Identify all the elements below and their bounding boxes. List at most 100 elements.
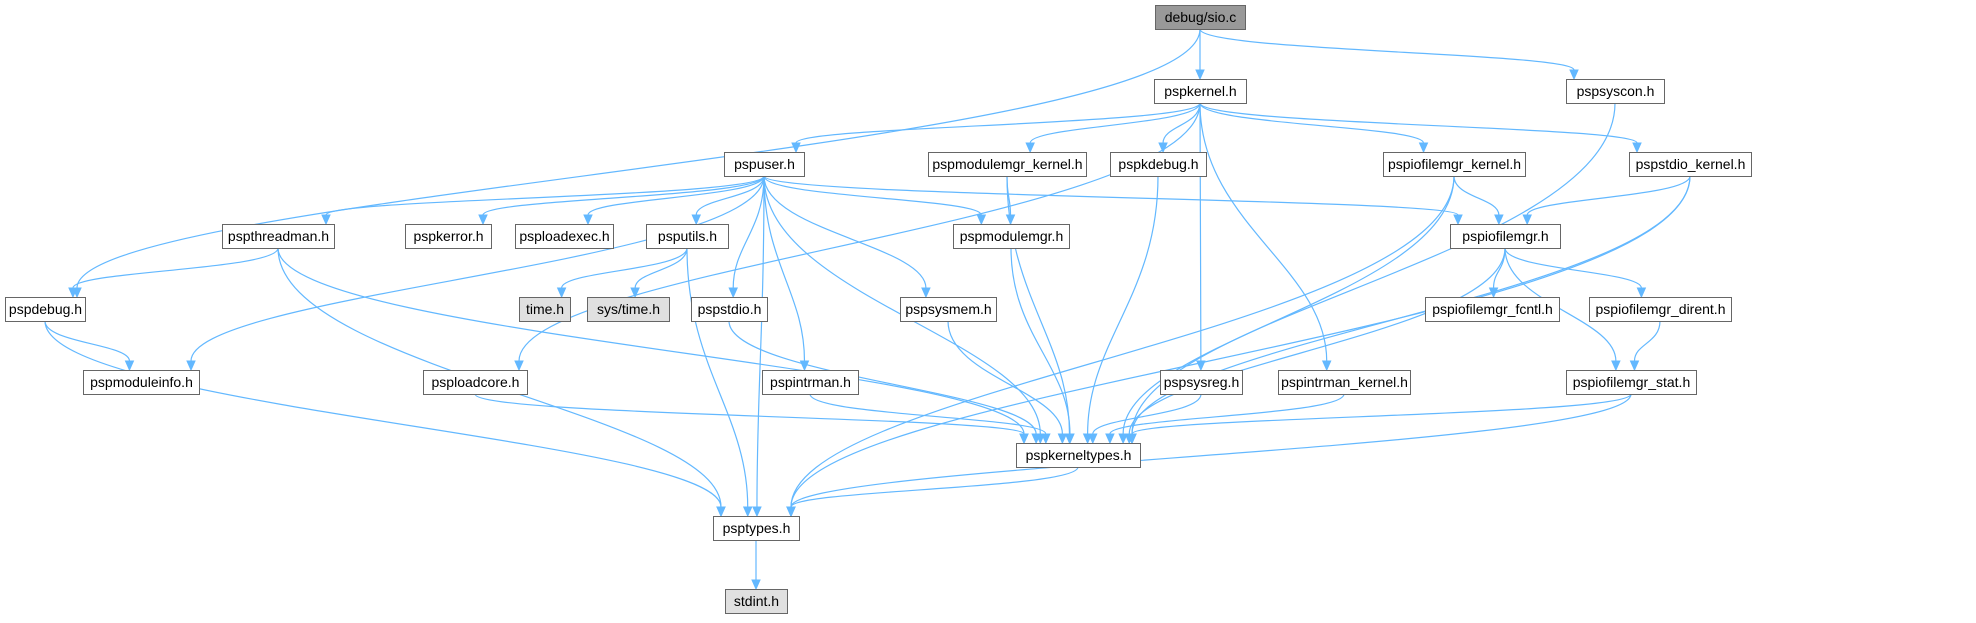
node-box xyxy=(405,224,492,249)
node-psploadexec[interactable]: psploadexec.h xyxy=(515,224,614,249)
node-pspthreadman[interactable]: pspthreadman.h xyxy=(222,224,335,249)
node-box xyxy=(515,224,614,249)
edge-pspuser-to-pspintrman xyxy=(763,175,810,372)
edge-pspstdio-to-pspkerneltypes xyxy=(728,320,1041,445)
node-label: pspintrman.h xyxy=(770,374,851,390)
node-pspiofilemgr_kernel[interactable]: pspiofilemgr_kernel.h xyxy=(1383,152,1526,177)
node-pspkdebug[interactable]: pspkdebug.h xyxy=(1110,152,1207,177)
node-label: debug/sio.c xyxy=(1165,9,1237,25)
node-box xyxy=(762,370,859,395)
node-pspintrman_kernel[interactable]: pspintrman_kernel.h xyxy=(1278,370,1411,395)
node-pspiofilemgr_stat[interactable]: pspiofilemgr_stat.h xyxy=(1566,370,1697,395)
node-pspmoduleinfo[interactable]: pspmoduleinfo.h xyxy=(83,370,200,395)
node-label: pspmodulemgr.h xyxy=(960,228,1064,244)
edge-pspuser-to-pspmoduleinfo xyxy=(186,175,765,372)
edge-psputils-to-time xyxy=(556,247,688,299)
node-label: pspsysreg.h xyxy=(1164,374,1239,390)
node-pspkernel[interactable]: pspkernel.h xyxy=(1154,79,1247,104)
node-pspdebug[interactable]: pspdebug.h xyxy=(5,297,86,322)
node-box xyxy=(725,589,788,614)
edge-pspuser-to-psputils xyxy=(691,175,765,226)
node-box xyxy=(1383,152,1526,177)
node-box xyxy=(587,297,670,322)
edge-pspsysreg-to-pspkerneltypes xyxy=(1087,393,1202,445)
node-box xyxy=(646,224,729,249)
node-pspstdio_kernel[interactable]: pspstdio_kernel.h xyxy=(1629,152,1752,177)
edge-pspuser-to-psploadexec xyxy=(583,175,765,226)
node-label: pspiofilemgr_kernel.h xyxy=(1388,156,1521,172)
node-label: sys/time.h xyxy=(597,301,660,317)
node-psploadcore[interactable]: psploadcore.h xyxy=(423,370,528,395)
node-pspiofilemgr_dirent[interactable]: pspiofilemgr_dirent.h xyxy=(1589,297,1732,322)
node-label: pspthreadman.h xyxy=(228,228,329,244)
node-label: psploadcore.h xyxy=(432,374,520,390)
edge-pspuser-to-pspiofilemgr xyxy=(763,175,1463,226)
edge-pspkernel-to-pspstdio_kernel xyxy=(1199,102,1642,154)
edge-pspiofilemgr_kernel-to-pspkerneltypes xyxy=(1118,175,1455,445)
node-box xyxy=(1155,5,1246,30)
node-systime: sys/time.h xyxy=(587,297,670,322)
edge-pspiofilemgr_dirent-to-pspiofilemgr_stat xyxy=(1629,320,1661,372)
node-box xyxy=(1629,152,1752,177)
node-time: time.h xyxy=(519,297,571,322)
edge-psploadcore-to-pspkerneltypes xyxy=(474,393,1029,445)
node-box xyxy=(691,297,768,322)
node-box xyxy=(1278,370,1411,395)
node-box xyxy=(713,516,800,541)
node-label: pspdebug.h xyxy=(9,301,82,317)
node-label: psploadexec.h xyxy=(519,228,609,244)
edge-pspkernel-to-pspiofilemgr_kernel xyxy=(1199,102,1429,154)
edge-psputils-to-psptypes xyxy=(686,247,753,518)
node-pspiofilemgr[interactable]: pspiofilemgr.h xyxy=(1450,224,1561,249)
edge-pspiofilemgr_stat-to-pspkerneltypes xyxy=(1127,393,1632,445)
dependency-edges xyxy=(44,28,1691,591)
node-pspkerror[interactable]: pspkerror.h xyxy=(405,224,492,249)
edge-sio-to-pspsyscon xyxy=(1199,28,1579,81)
edge-pspuser-to-pspthreadman xyxy=(321,175,765,226)
node-label: pspkernel.h xyxy=(1164,83,1236,99)
node-pspsysmem[interactable]: pspsysmem.h xyxy=(900,297,997,322)
node-pspuser[interactable]: pspuser.h xyxy=(724,152,805,177)
node-pspsysreg[interactable]: pspsysreg.h xyxy=(1160,370,1243,395)
node-pspkerneltypes[interactable]: pspkerneltypes.h xyxy=(1016,443,1141,468)
node-box xyxy=(724,152,805,177)
node-label: psptypes.h xyxy=(723,520,791,536)
node-pspmodulemgr[interactable]: pspmodulemgr.h xyxy=(953,224,1070,249)
node-label: pspkerneltypes.h xyxy=(1026,447,1132,463)
edge-pspkernel-to-pspuser xyxy=(791,102,1201,154)
node-box xyxy=(953,224,1070,249)
edge-pspiofilemgr-to-pspiofilemgr_stat xyxy=(1504,247,1621,372)
node-label: pspintrman_kernel.h xyxy=(1281,374,1408,390)
file-nodes: debug/sio.c pspkernel.h pspsyscon.h pspuser… xyxy=(5,5,1752,614)
node-label: pspsysmem.h xyxy=(905,301,991,317)
node-pspsyscon[interactable]: pspsyscon.h xyxy=(1566,79,1665,104)
node-pspiofilemgr_fcntl[interactable]: pspiofilemgr_fcntl.h xyxy=(1425,297,1560,322)
node-box xyxy=(1450,224,1561,249)
edge-pspmodulemgr-to-pspkerneltypes xyxy=(1010,247,1075,445)
edge-pspiofilemgr_kernel-to-pspiofilemgr xyxy=(1453,175,1504,226)
node-psputils[interactable]: psputils.h xyxy=(646,224,729,249)
edge-sio-to-pspkernel xyxy=(1195,28,1205,81)
edge-pspsysmem-to-pspkerneltypes xyxy=(947,320,1068,445)
edge-pspuser-to-pspstdio xyxy=(728,175,765,299)
edge-psputils-to-systime xyxy=(630,247,688,299)
node-label: psputils.h xyxy=(658,228,717,244)
node-box xyxy=(1589,297,1732,322)
node-box xyxy=(1110,152,1207,177)
node-stdint: stdint.h xyxy=(725,589,788,614)
node-sio[interactable]: debug/sio.c xyxy=(1155,5,1246,30)
node-label: pspiofilemgr.h xyxy=(1462,228,1548,244)
edge-pspintrman_kernel-to-pspkerneltypes xyxy=(1105,393,1345,445)
node-box xyxy=(1566,370,1697,395)
edge-pspkdebug-to-pspkerneltypes xyxy=(1082,175,1159,445)
node-box xyxy=(5,297,86,322)
node-pspintrman[interactable]: pspintrman.h xyxy=(762,370,859,395)
node-pspmodulemgr_kernel[interactable]: pspmodulemgr_kernel.h xyxy=(928,152,1087,177)
node-label: pspstdio.h xyxy=(698,301,762,317)
edge-pspkerneltypes-to-psptypes xyxy=(786,466,1079,518)
node-box xyxy=(1566,79,1665,104)
node-label: pspuser.h xyxy=(734,156,795,172)
node-psptypes[interactable]: psptypes.h xyxy=(713,516,800,541)
node-label: pspsyscon.h xyxy=(1577,83,1655,99)
node-pspstdio[interactable]: pspstdio.h xyxy=(691,297,768,322)
